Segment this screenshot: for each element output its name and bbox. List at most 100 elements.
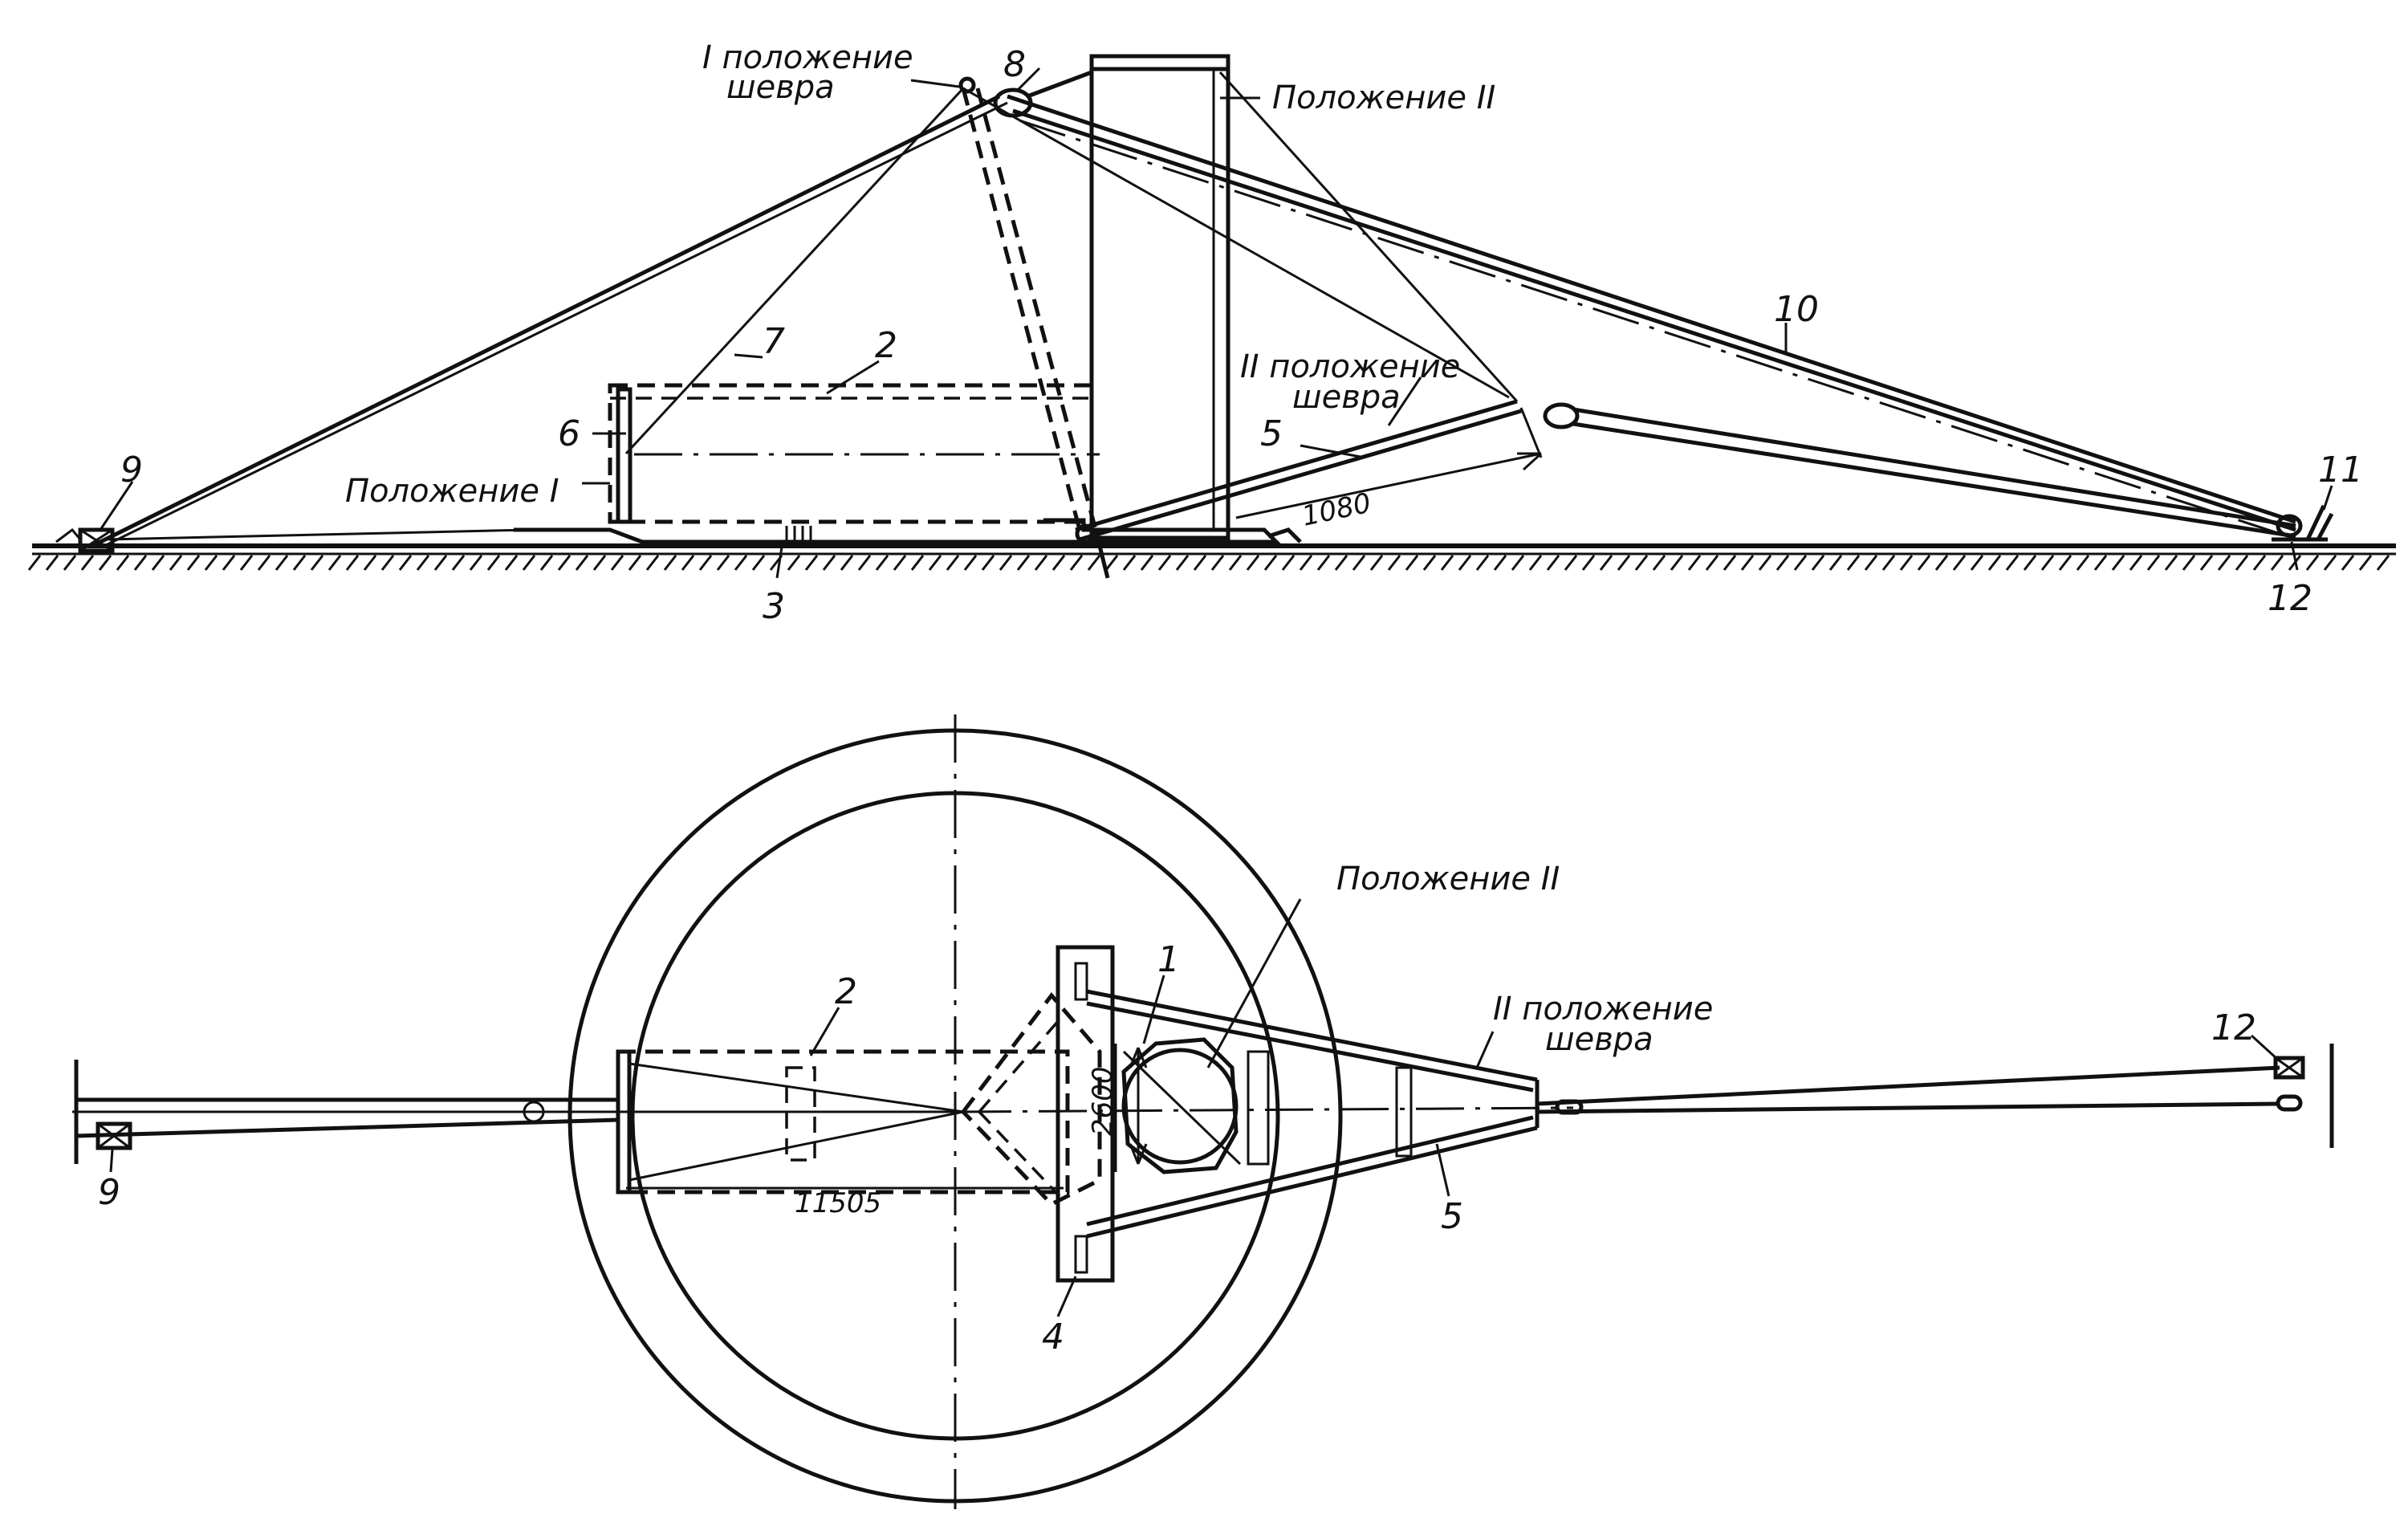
anchor-9-side	[55, 527, 115, 553]
ground-hatch	[2270, 555, 2284, 571]
ground-hatch	[1828, 555, 1843, 571]
ground-hatch	[1122, 555, 1137, 571]
haul-rope-right	[1543, 402, 2296, 539]
ground-hatch	[928, 555, 942, 571]
rope-10	[1007, 94, 2296, 538]
anchor-12-plan	[1536, 1034, 2334, 1148]
ground-hatch	[310, 555, 324, 571]
ground-hatch	[2323, 555, 2337, 571]
label-position-1: Положение I	[345, 473, 559, 510]
ground-hatch	[751, 555, 766, 571]
ground-hatch	[257, 555, 271, 571]
ground-hatch	[98, 555, 112, 571]
sheer-position-1	[624, 76, 1510, 531]
support-3	[785, 526, 812, 542]
ground-hatch	[2023, 555, 2037, 571]
ground-hatch	[1316, 555, 1331, 571]
dimension-1080-line	[1235, 407, 1543, 519]
ground-hatch	[1034, 555, 1048, 571]
ground-hatch	[592, 555, 607, 571]
ground-hatch	[1475, 555, 1490, 571]
ground-hatch	[1952, 555, 1967, 571]
ground-hatch	[1281, 555, 1296, 571]
ground-hatch	[698, 555, 713, 571]
ground-hatch	[1210, 555, 1225, 571]
ground-hatch	[186, 555, 201, 571]
ground-hatch	[27, 555, 42, 571]
label-n11: 11	[2318, 450, 2363, 490]
ground-hatch	[840, 555, 854, 571]
dimension-2600-line	[1129, 1047, 1148, 1165]
ground-hatch	[1246, 555, 1260, 571]
ground-hatch	[875, 555, 889, 571]
ground-hatch	[504, 555, 519, 571]
label-plan-n12: 12	[2211, 1007, 2256, 1048]
ground-hatch	[663, 555, 677, 571]
ground-hatch	[1970, 555, 1984, 571]
label-plan-n9: 9	[98, 1172, 120, 1213]
label-n6: 6	[558, 413, 580, 454]
label-n3: 3	[763, 586, 785, 627]
ground-hatch	[2093, 555, 2108, 571]
ground-hatch	[999, 555, 1013, 571]
label-position-1-sheer-line1: I положение	[702, 39, 913, 76]
ground-hatch	[222, 555, 236, 571]
ground-hatch	[2376, 555, 2390, 571]
ground-hatch	[716, 555, 730, 571]
ground-line	[27, 543, 2396, 571]
ground-hatch	[1705, 555, 1719, 571]
ground-hatch	[2182, 555, 2196, 571]
ground-hatch	[1740, 555, 1755, 571]
ground-hatch	[275, 555, 289, 571]
label-n7: 7	[763, 321, 785, 362]
ground-hatch	[151, 555, 165, 571]
ground-hatch	[433, 555, 448, 571]
ground-hatch	[2129, 555, 2143, 571]
leader-lines-plan	[809, 898, 1495, 1317]
ground-hatch	[1352, 555, 1366, 571]
ground-hatch	[2252, 555, 2267, 571]
ground-hatch	[1899, 555, 1914, 571]
anchor-11-12-side	[2272, 504, 2334, 542]
ground-hatch	[292, 555, 307, 571]
ground-hatch	[363, 555, 377, 571]
label-n5: 5	[1260, 413, 1283, 454]
ground-hatch	[1440, 555, 1454, 571]
ground-hatch	[1016, 555, 1031, 571]
label-plan-position-2: Положение II	[1336, 861, 1560, 897]
ground-hatch	[1758, 555, 1772, 571]
ground-hatch	[1175, 555, 1190, 571]
ground-hatch	[681, 555, 695, 571]
label-plan-n5: 5	[1441, 1196, 1463, 1237]
ground-hatch	[2076, 555, 2090, 571]
ground-hatch	[1687, 555, 1702, 571]
ground-hatch	[539, 555, 554, 571]
ground-hatch	[1193, 555, 1207, 571]
ground-hatch	[963, 555, 978, 571]
label-n9: 9	[120, 450, 143, 490]
ground-hatch	[63, 555, 77, 571]
ground-hatch	[2164, 555, 2178, 571]
ground-hatch	[1599, 555, 1613, 571]
ground-hatch	[1864, 555, 1878, 571]
ground-hatch	[1793, 555, 1808, 571]
label-n2: 2	[875, 325, 897, 366]
ground-hatch	[1881, 555, 1896, 571]
base-sled-front	[1267, 527, 1302, 543]
ground-hatch	[1987, 555, 2002, 571]
side-view: I положение шевра Положение II II положе…	[27, 39, 2396, 627]
sheer-position-1-plan	[960, 992, 1102, 1207]
ground-hatch	[398, 555, 413, 571]
label-dimension-1080: 1080	[1300, 487, 1374, 533]
ground-hatch	[981, 555, 995, 571]
label-position-2-sheer-line1: II положение	[1240, 348, 1460, 385]
ground-hatch	[2146, 555, 2161, 571]
apparatus-position-1-plan	[616, 1049, 1070, 1195]
ground-hatch	[2341, 555, 2355, 571]
label-plan-position-2-sheer-line1: II положение	[1493, 991, 1713, 1028]
guy-rope-left	[91, 94, 1001, 548]
ground-hatch	[469, 555, 483, 571]
ground-hatch	[1723, 555, 1737, 571]
ground-rope-left	[108, 528, 531, 541]
ground-hatch	[1334, 555, 1348, 571]
